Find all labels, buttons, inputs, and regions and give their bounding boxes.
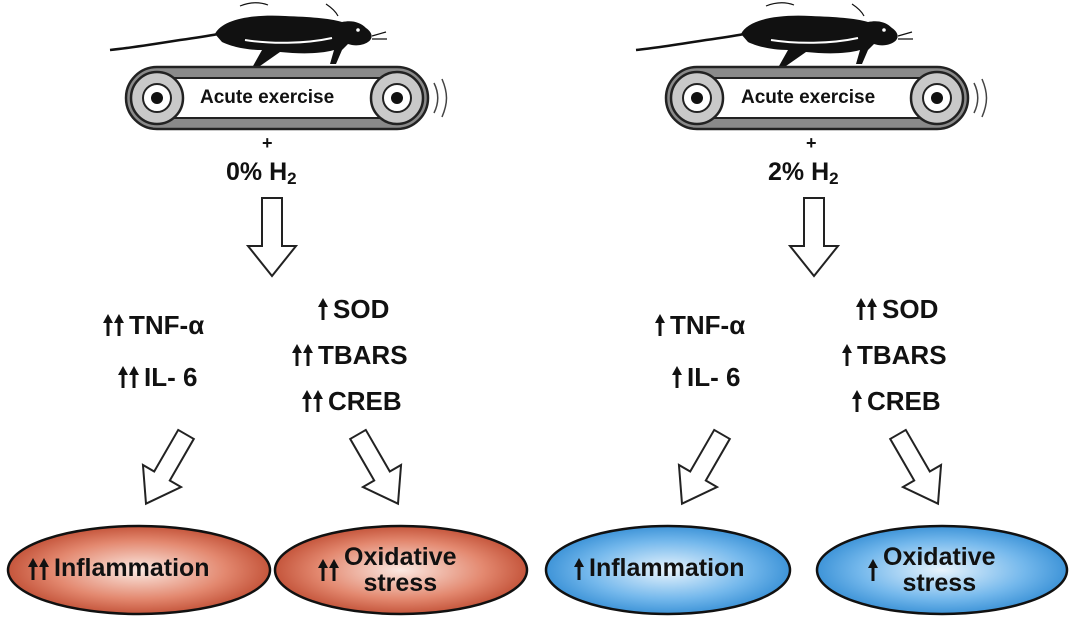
diagonal-arrow-icon (677, 428, 732, 506)
h2-subscript: 2 (829, 169, 839, 188)
marker-label: IL- 6 (144, 362, 198, 392)
marker-sod: SOD (318, 296, 389, 322)
up-arrow-icon (852, 390, 863, 412)
up-arrow-glyph (129, 366, 139, 388)
up-arrow-icon (118, 366, 140, 388)
outcome-ellipse-oxidative (815, 524, 1069, 616)
marker-label: SOD (333, 294, 390, 324)
up-arrow-icon (574, 557, 585, 580)
marker-label: TNF-α (670, 310, 746, 340)
h2-concentration: 2% H2 (768, 158, 839, 188)
up-arrow-glyph (39, 557, 49, 580)
outcome-text: Inflammation (54, 554, 210, 582)
h2-concentration: 0% H2 (226, 158, 297, 188)
marker-tbars: TBARS (842, 342, 947, 368)
marker-label: CREB (328, 386, 402, 416)
marker-tnf-alpha: TNF-α (655, 312, 745, 338)
diagonal-arrow-icon (141, 428, 196, 506)
plus-sign: + (806, 133, 817, 153)
outcome-line-2: stress (902, 569, 977, 598)
rat-icon (634, 1, 915, 68)
up-arrow-glyph (867, 298, 877, 320)
outcome-text: Inflammation (589, 554, 745, 582)
up-arrow-glyph (318, 298, 328, 320)
outcome-ellipse-inflammation (544, 524, 792, 616)
outcome-ellipse-inflammation (6, 524, 272, 616)
marker-tnf-alpha: TNF-α (103, 312, 204, 338)
plus-sign: + (262, 133, 273, 153)
outcome-inflammation-label: Inflammation (28, 556, 210, 581)
up-arrow-glyph (329, 559, 339, 582)
h2-symbol: H (811, 158, 830, 186)
up-arrow-icon (28, 557, 50, 580)
up-arrow-glyph (856, 298, 866, 320)
up-arrow-glyph (303, 344, 313, 366)
marker-label: IL- 6 (687, 362, 741, 392)
up-arrow-glyph (655, 314, 665, 336)
up-arrow-glyph (852, 390, 862, 412)
up-arrow-glyph (574, 557, 584, 580)
rat-icon (108, 1, 389, 68)
h2-percent: 2% (768, 158, 805, 186)
up-arrow-icon (302, 390, 324, 412)
up-arrow-glyph (302, 390, 312, 412)
outcome-line-1: Oxidative (344, 543, 457, 571)
up-arrow-glyph (114, 314, 124, 336)
outcome-line-1: Oxidative (883, 543, 996, 571)
outcome-ellipse-oxidative (273, 524, 529, 616)
up-arrow-icon (655, 314, 666, 336)
outcome-line-2: stress (363, 569, 438, 598)
up-arrow-icon (103, 314, 125, 336)
up-arrow-glyph (28, 557, 38, 580)
marker-label: TBARS (318, 340, 408, 370)
up-arrow-icon (868, 559, 879, 582)
diagonal-arrow-icon (348, 428, 403, 506)
up-arrow-icon (672, 366, 683, 388)
marker-il-6: IL- 6 (118, 364, 197, 390)
exercise-label: Acute exercise (200, 87, 335, 108)
h2-symbol: H (269, 158, 288, 186)
up-arrow-glyph (118, 366, 128, 388)
h2-percent: 0% (226, 158, 263, 186)
marker-creb: CREB (852, 388, 941, 414)
marker-creb: CREB (302, 388, 402, 414)
down-arrow-icon (245, 197, 299, 278)
marker-label: CREB (867, 386, 941, 416)
outcome-inflammation-label: Inflammation (574, 556, 745, 581)
marker-sod: SOD (856, 296, 938, 322)
marker-il-6: IL- 6 (672, 364, 740, 390)
marker-label: TBARS (857, 340, 947, 370)
up-arrow-glyph (292, 344, 302, 366)
marker-label: SOD (882, 294, 939, 324)
up-arrow-glyph (318, 559, 328, 582)
up-arrow-icon (318, 298, 329, 320)
up-arrow-icon (292, 344, 314, 366)
up-arrow-icon (318, 559, 340, 582)
up-arrow-glyph (103, 314, 113, 336)
up-arrow-icon (842, 344, 853, 366)
down-arrow-icon (787, 197, 841, 278)
up-arrow-glyph (313, 390, 323, 412)
marker-tbars: TBARS (292, 342, 408, 368)
marker-label: TNF-α (129, 310, 205, 340)
diagonal-arrow-icon (888, 428, 943, 506)
up-arrow-glyph (842, 344, 852, 366)
exercise-label: Acute exercise (741, 87, 876, 108)
up-arrow-glyph (672, 366, 682, 388)
up-arrow-glyph (868, 559, 878, 582)
h2-subscript: 2 (287, 169, 297, 188)
up-arrow-icon (856, 298, 878, 320)
